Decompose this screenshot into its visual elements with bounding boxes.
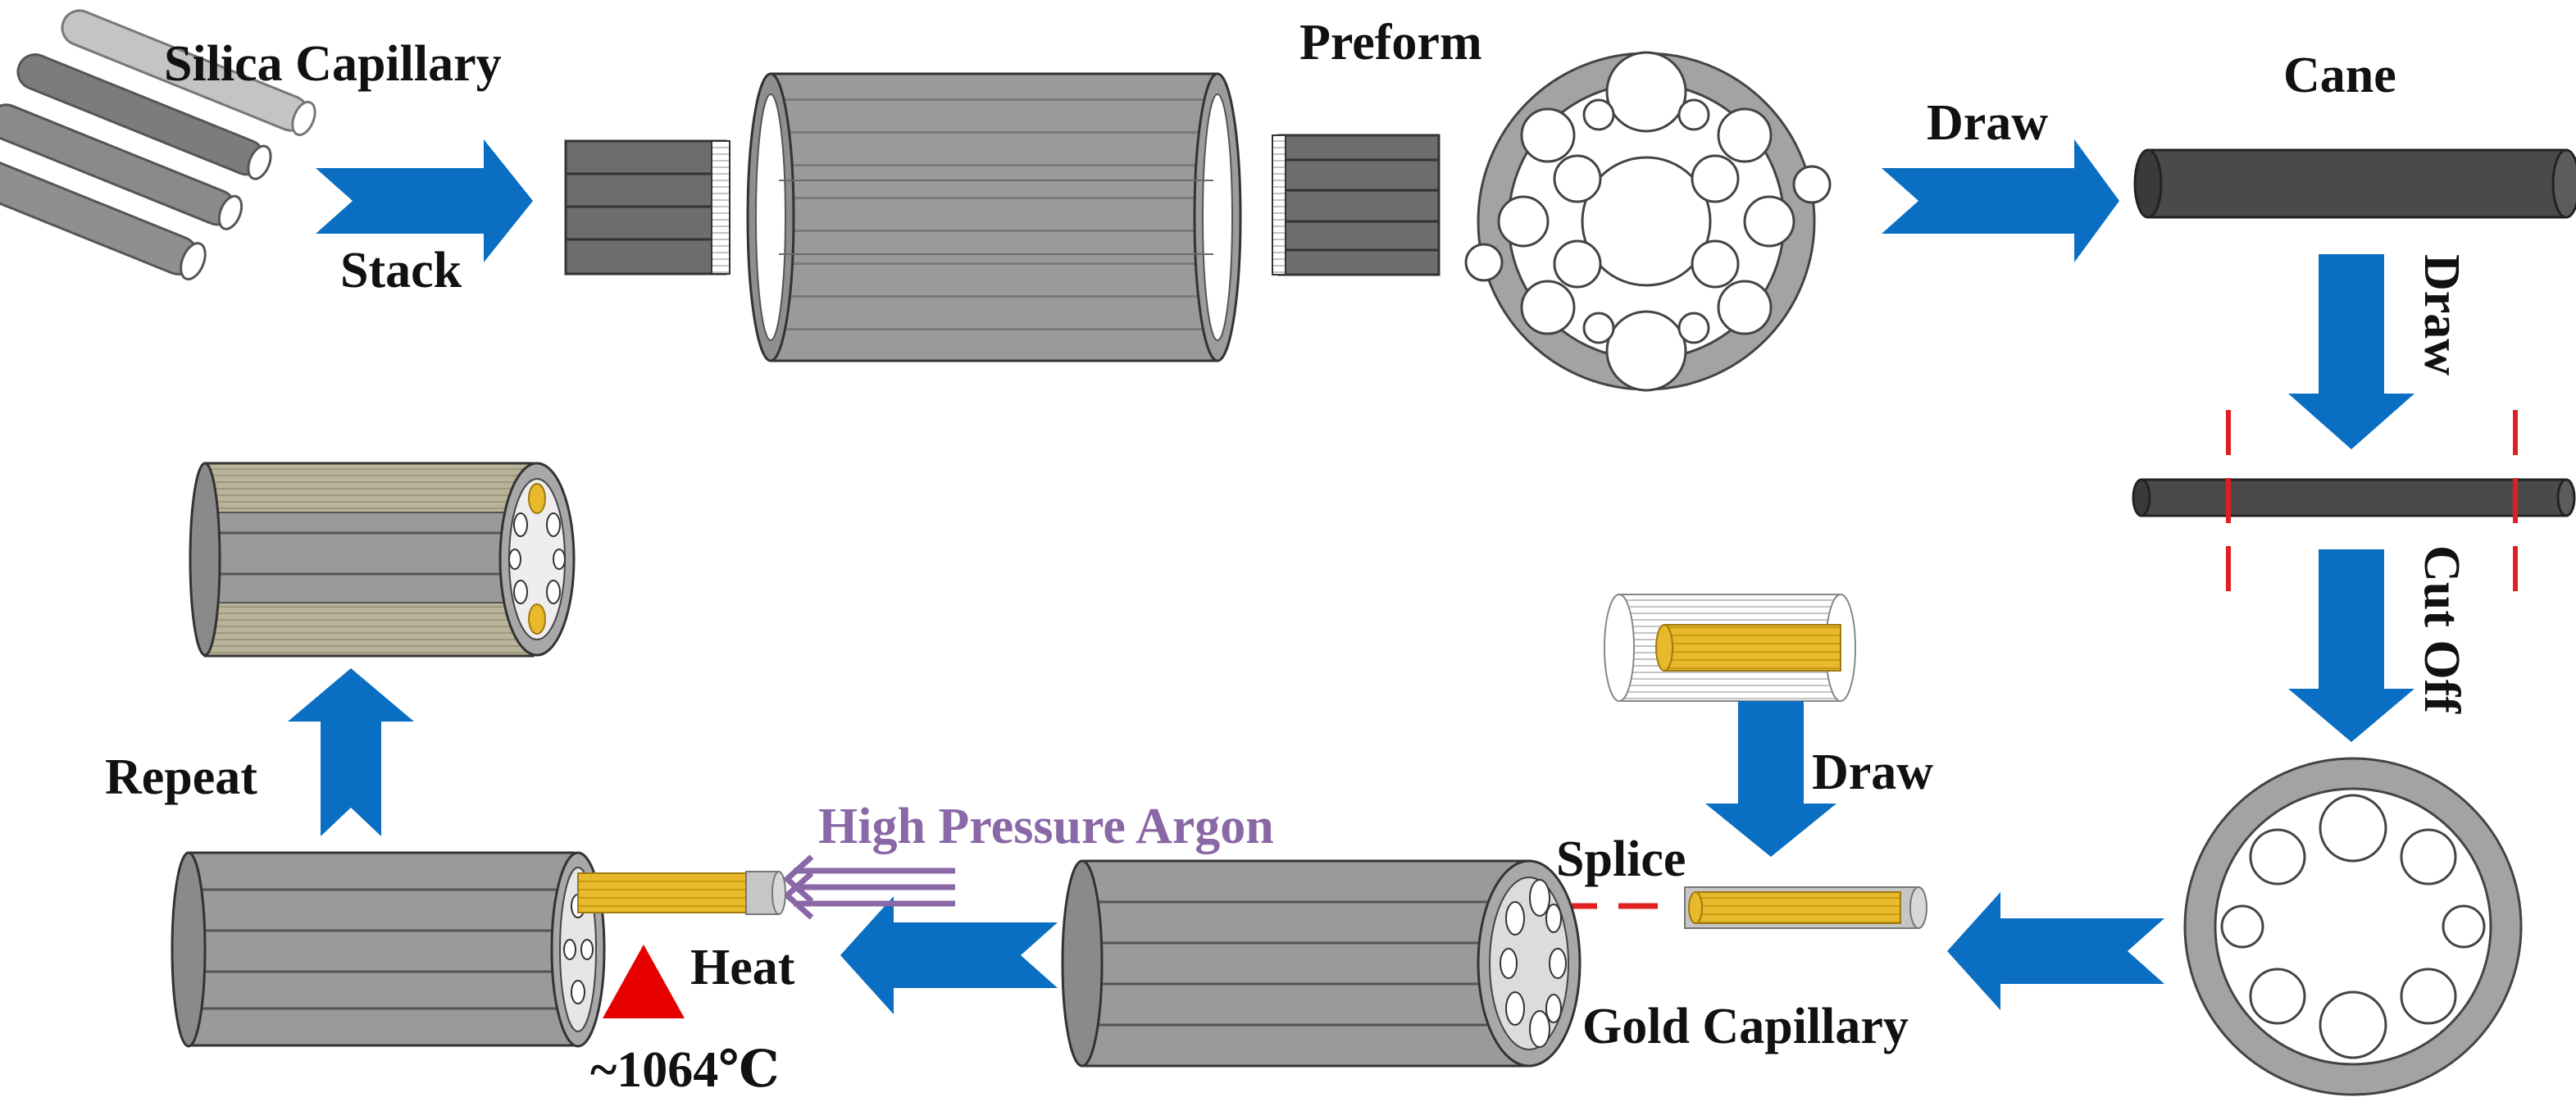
draw-arrow-top (1882, 139, 2119, 262)
gold-capillary-small (1684, 886, 1927, 929)
capillary-bundle-middle (1061, 859, 1582, 1068)
draw-arrow-vertical (2288, 254, 2414, 449)
stack-arrow (316, 139, 533, 262)
stack-label: Stack (340, 243, 462, 298)
preform-label: Preform (1299, 15, 1482, 71)
draw-label-gold: Draw (1812, 745, 1933, 800)
argon-flow-arrows (782, 854, 955, 920)
high-pressure-argon-label: High Pressure Argon (818, 799, 1274, 854)
splice-label: Splice (1556, 831, 1686, 887)
stacked-capillary-bundle (564, 139, 730, 276)
heat-label: Heat (690, 940, 795, 995)
draw-label-top: Draw (1927, 95, 2048, 151)
repeat-label: Repeat (105, 749, 257, 805)
cut-off-arrow (2288, 549, 2414, 742)
small-preform-bundle (1272, 134, 1440, 276)
draw-label-vertical: Draw (2414, 254, 2469, 376)
heat-arrow (840, 896, 1058, 1014)
left-arrow-to-splice (1947, 892, 2164, 1010)
temperature-label: ~1064℃ (590, 1042, 780, 1098)
preform-cross-section (1464, 51, 1832, 392)
silica-capillary-tubes (0, 9, 316, 280)
draw-arrow-gold (1705, 701, 1836, 857)
cane-label: Cane (2283, 48, 2396, 103)
gold-capillary-label: Gold Capillary (1582, 999, 1909, 1054)
cut-off-label: Cut Off (2414, 545, 2469, 714)
cane-rod (2133, 148, 2576, 219)
heated-bundle (171, 851, 786, 1048)
large-preform-cylinder (746, 72, 1242, 362)
thin-cane-rod (2132, 478, 2576, 517)
cut-cane-cross-section (2183, 757, 2523, 1096)
repeat-arrow (288, 668, 414, 836)
gold-capillary-upper (1604, 594, 1856, 702)
silica-capillary-label: Silica Capillary (164, 36, 502, 92)
finished-gold-filled-bundle (189, 462, 576, 658)
heat-triangle-icon (603, 945, 685, 1018)
